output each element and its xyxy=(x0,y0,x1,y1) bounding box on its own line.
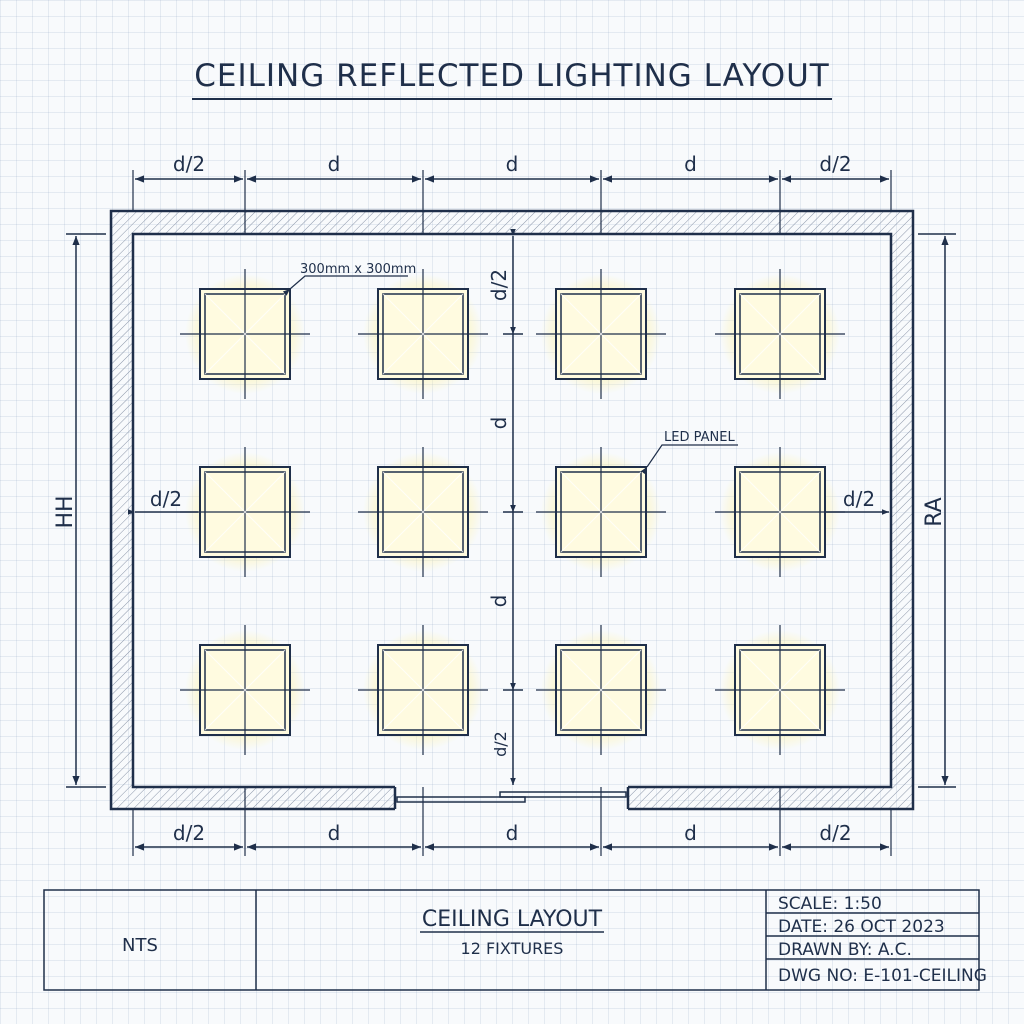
title-block-subtitle: 12 FIXTURES xyxy=(461,939,564,958)
led-panel-icon xyxy=(180,625,310,755)
overall-height-dimensions xyxy=(66,233,956,788)
dim-label-vertical-1: d xyxy=(487,417,511,430)
dim-label-horizontal: d xyxy=(506,152,519,176)
title-block-drawn-by: DRAWN BY: A.C. xyxy=(778,940,912,960)
led-panel-icon xyxy=(536,269,666,399)
led-panel-icon xyxy=(536,625,666,755)
led-panel-icon xyxy=(536,447,666,577)
drawing-title: CEILING REFLECTED LIGHTING LAYOUT xyxy=(0,58,1024,100)
led-panel-icon xyxy=(358,447,488,577)
annotation-leaders xyxy=(282,275,738,475)
title-block-dwg-no: DWG NO: E-101-CEILING xyxy=(778,966,987,986)
led-panel-icon xyxy=(358,625,488,755)
dim-label-left-offset: d/2 xyxy=(150,487,182,511)
title-block-scale: SCALE: 1:50 xyxy=(778,894,882,914)
dim-label-horizontal: d xyxy=(684,152,697,176)
dim-label-vertical-top: d/2 xyxy=(487,269,511,301)
fixture-type-note: LED PANEL xyxy=(664,430,735,445)
dim-label-vertical-bottom: d/2 xyxy=(491,731,510,757)
title-block-scale-note: NTS xyxy=(122,935,158,956)
dim-label-horizontal: d xyxy=(328,152,341,176)
dim-label-horizontal: d xyxy=(328,821,341,845)
dim-label-left-overall: HH xyxy=(53,495,78,528)
dim-label-right-overall: RA xyxy=(922,497,947,526)
title-block-drawing-title: CEILING LAYOUT xyxy=(422,907,603,932)
led-panel-icon xyxy=(715,269,845,399)
dim-label-horizontal: d xyxy=(506,821,519,845)
led-panel-icon xyxy=(180,269,310,399)
dim-label-horizontal: d/2 xyxy=(173,152,205,176)
door-opening xyxy=(396,791,627,803)
title-block-date: DATE: 26 OCT 2023 xyxy=(778,917,945,937)
dim-label-vertical-2: d xyxy=(487,595,511,608)
dim-label-horizontal: d/2 xyxy=(819,821,851,845)
fixture-size-note: 300mm x 300mm xyxy=(300,262,416,277)
title-block xyxy=(43,889,980,991)
led-panel-icon xyxy=(715,447,845,577)
center-vertical-dimensions xyxy=(503,229,523,785)
dimension-lines: d/2 d d d d/2 d/2 d d d d/2 xyxy=(132,152,892,856)
led-panel-icon xyxy=(358,269,488,399)
fixture-grid xyxy=(180,269,845,755)
led-panel-icon xyxy=(715,625,845,755)
dim-label-horizontal: d/2 xyxy=(819,152,851,176)
led-panel-icon xyxy=(180,447,310,577)
dim-label-right-offset: d/2 xyxy=(843,487,875,511)
dim-label-horizontal: d/2 xyxy=(173,821,205,845)
dim-label-horizontal: d xyxy=(684,821,697,845)
wall-outline-outer xyxy=(109,209,915,811)
